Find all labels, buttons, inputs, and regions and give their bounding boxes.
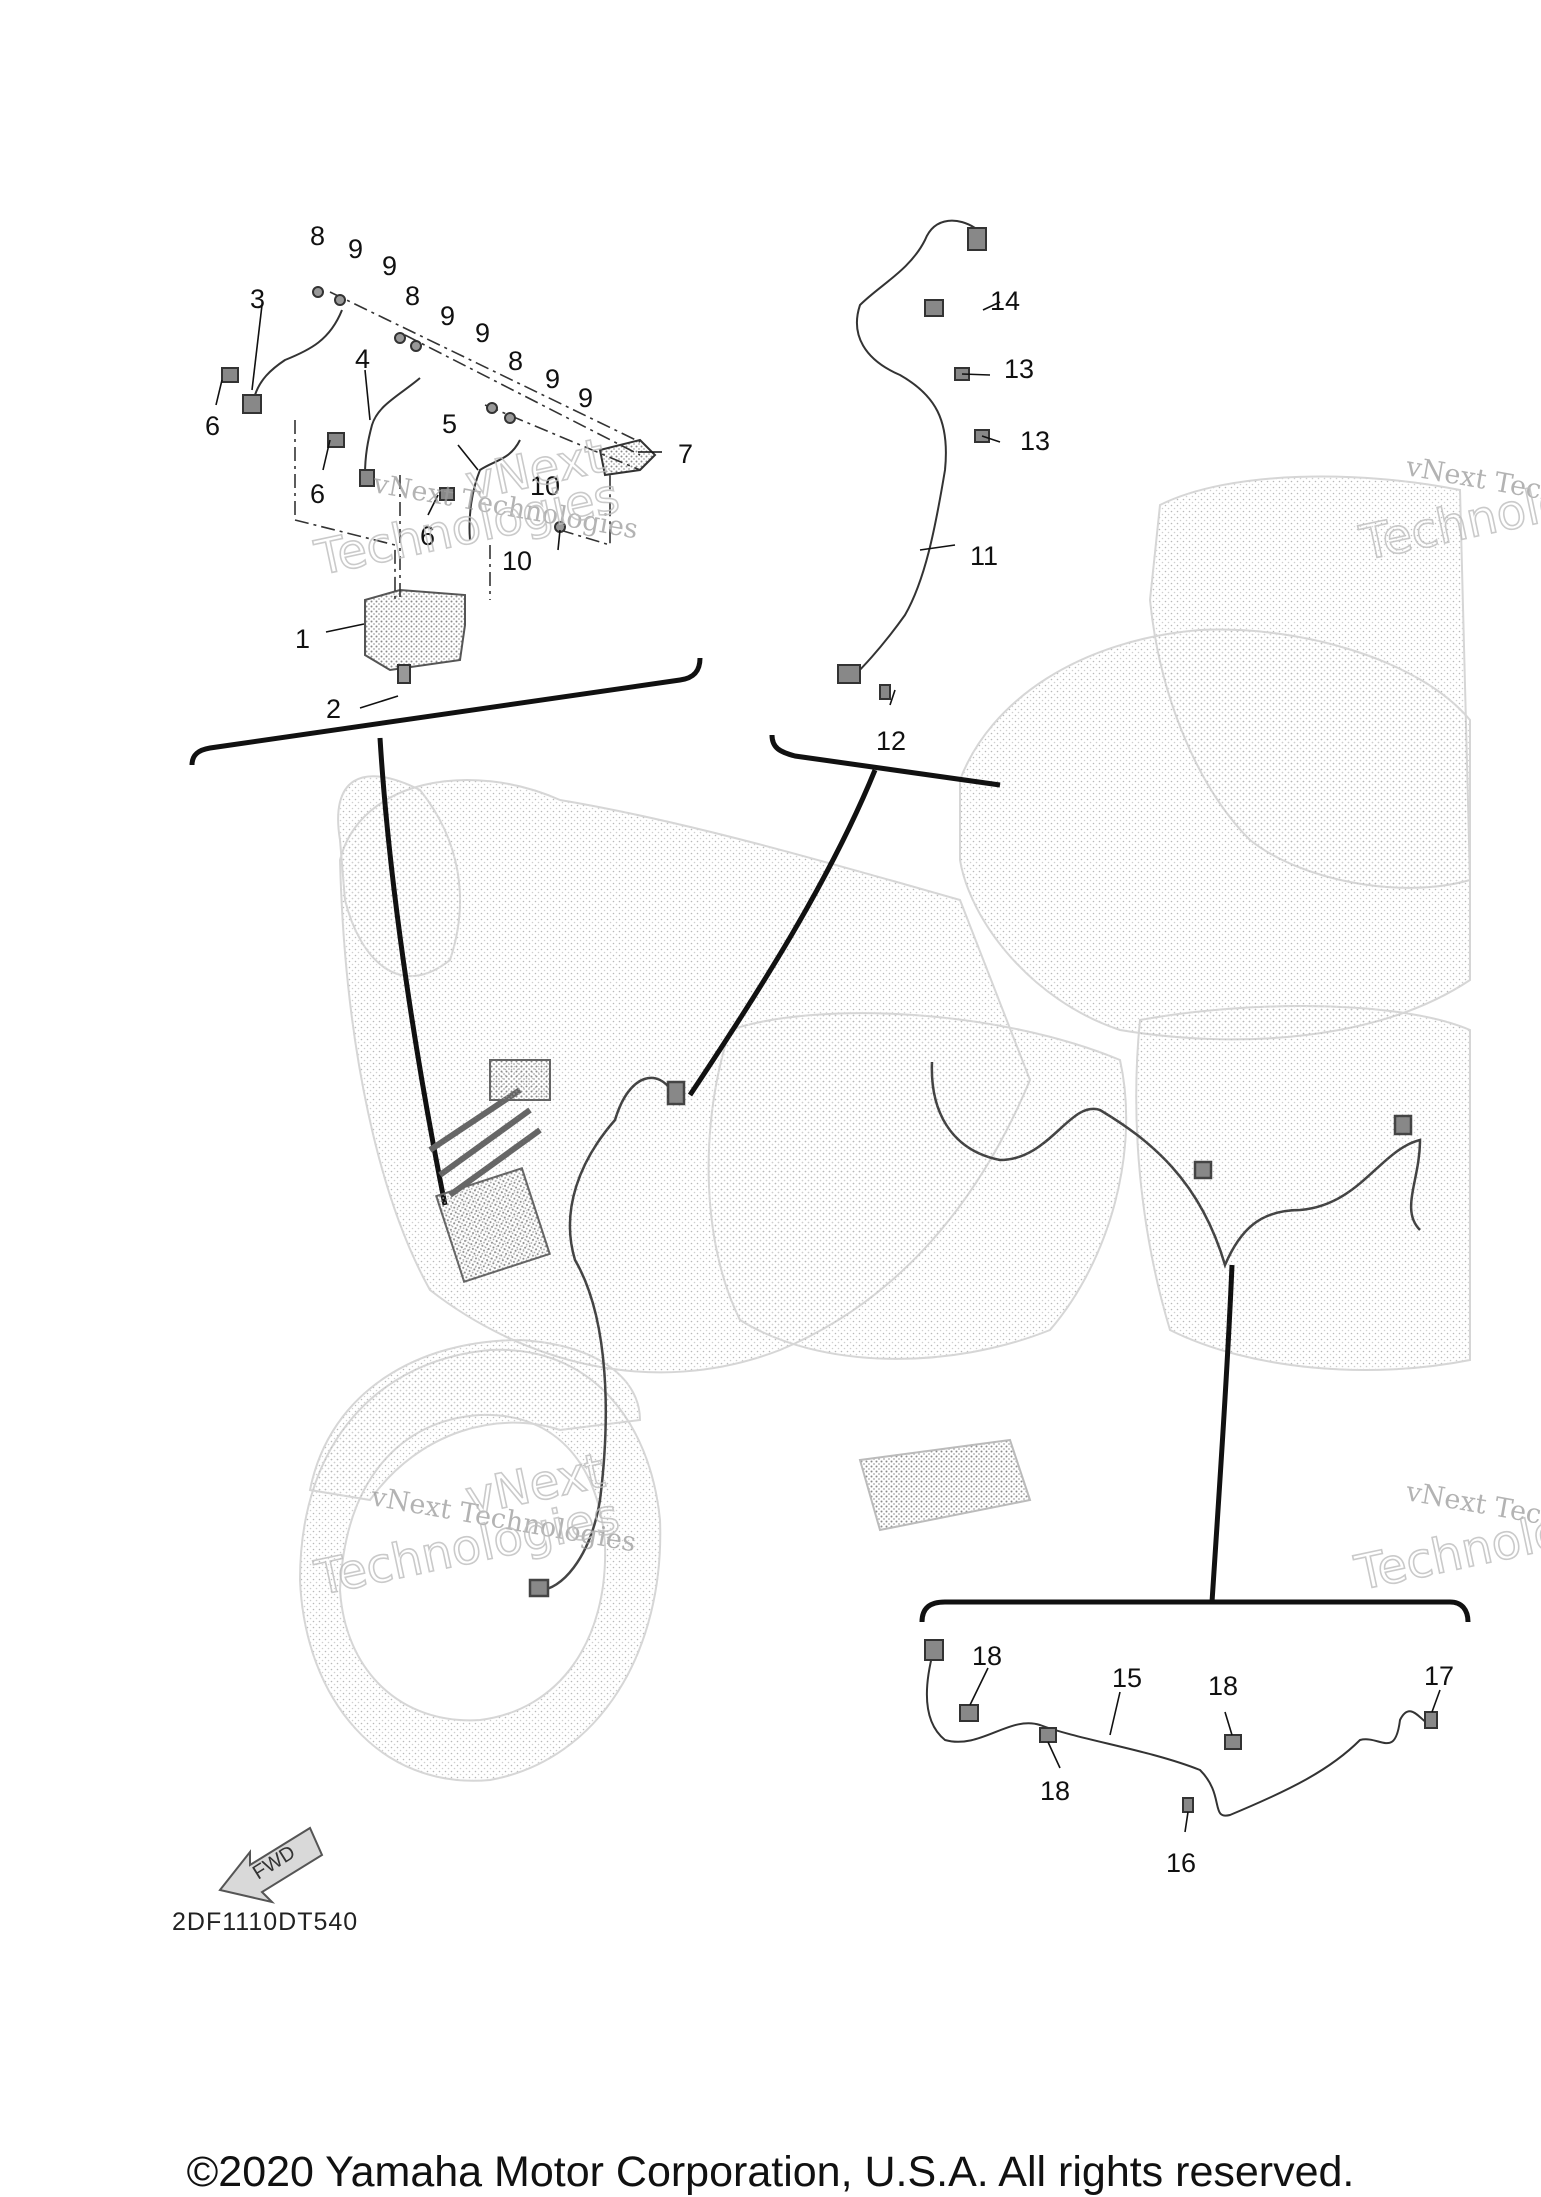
callout-12: 12 <box>876 726 906 756</box>
callout-10b: 10 <box>502 546 532 576</box>
bracket-abs-unit <box>189 657 703 766</box>
callout-18a: 18 <box>972 1641 1002 1671</box>
callout-13b: 13 <box>1020 426 1050 456</box>
rear-sensor-lead-installed <box>930 1061 1422 1269</box>
diagram-code: 2DF1110DT540 <box>172 1908 359 1936</box>
callout-9c: 9 <box>440 301 455 331</box>
bracket-front-sensor <box>769 734 1001 788</box>
callout-1: 1 <box>295 624 310 654</box>
callout-9d: 9 <box>475 318 490 348</box>
callout-6b: 6 <box>310 479 325 509</box>
bracket-rear-sensor <box>919 1599 1471 1623</box>
callout-6c: 6 <box>420 521 435 551</box>
watermark-top-left: vNext Technologies vNext Technologies <box>309 427 640 588</box>
front-sensor-exploded <box>837 219 990 700</box>
watermark-top-right: vNext Technologies Technologies <box>1354 451 1541 573</box>
callout-4: 4 <box>355 344 370 374</box>
callout-9f: 9 <box>578 383 593 413</box>
callout-5: 5 <box>442 409 457 439</box>
callout-9a: 9 <box>348 234 363 264</box>
callout-9b: 9 <box>382 251 397 281</box>
abs-exploded-group <box>221 286 657 684</box>
callout-9e: 9 <box>545 364 560 394</box>
callout-17: 17 <box>1424 1661 1454 1691</box>
callout-16: 16 <box>1166 1848 1196 1878</box>
callout-11: 11 <box>970 541 998 571</box>
watermark-mid-right: vNext Technologies Technologies <box>1349 1476 1541 1603</box>
callout-8c: 8 <box>508 346 523 376</box>
callout-3: 3 <box>250 284 265 314</box>
callout-6a: 6 <box>205 411 220 441</box>
callout-13a: 13 <box>1004 354 1034 384</box>
forward-direction-arrow: FWD <box>218 1826 324 1904</box>
abs-unit-installed <box>428 1059 551 1283</box>
front-sensor-lead-installed <box>528 1076 686 1598</box>
callout-10a: 10 <box>530 471 560 501</box>
callout-2: 2 <box>326 694 341 724</box>
callout-numbers: 1 2 3 4 5 6 6 6 7 8 8 8 9 9 9 9 9 9 10 1… <box>205 221 1454 1878</box>
leader-lines <box>377 737 1235 1603</box>
motorcycle-illustration <box>298 475 1472 1782</box>
callout-leaders <box>215 301 1441 1833</box>
callout-8b: 8 <box>405 281 420 311</box>
copyright-notice: ©2020 Yamaha Motor Corporation, U.S.A. A… <box>186 2148 1355 2196</box>
rear-sensor-exploded <box>924 1639 1438 1817</box>
callout-15: 15 <box>1112 1663 1142 1693</box>
callout-14: 14 <box>990 286 1020 316</box>
callout-8a: 8 <box>310 221 325 251</box>
callout-7: 7 <box>678 439 693 469</box>
callout-18c: 18 <box>1040 1776 1070 1806</box>
callout-18b: 18 <box>1208 1671 1238 1701</box>
